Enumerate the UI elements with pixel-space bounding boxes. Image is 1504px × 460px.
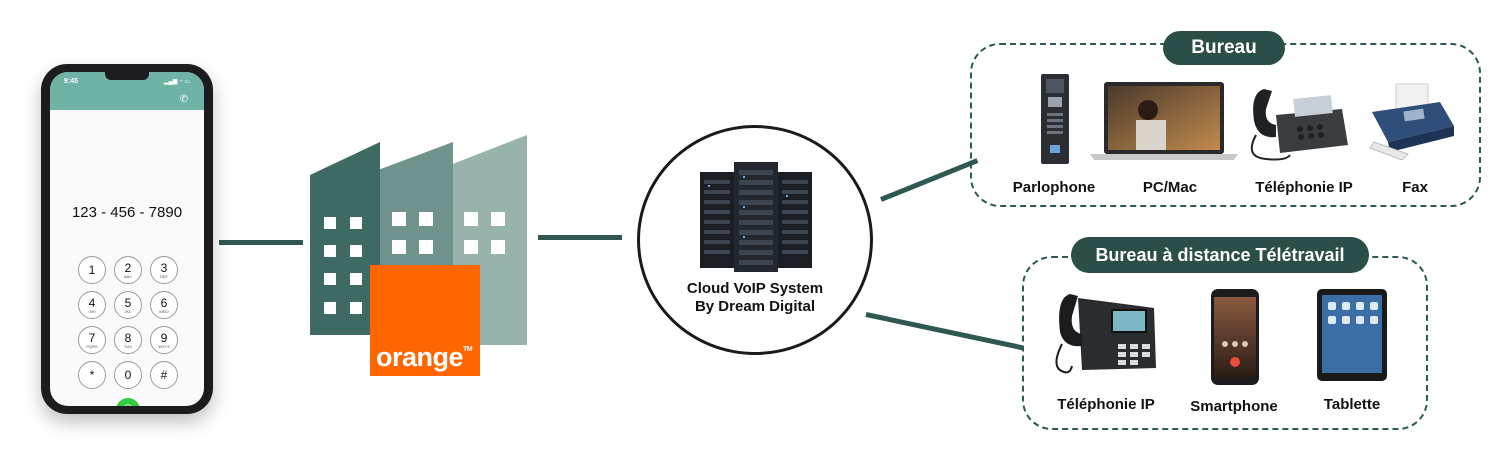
phone-notch [105,72,149,80]
signal-icon: ▂▄▆ ◔ ▭ [163,79,190,85]
device-label-pc-mac: PC/Mac [1142,179,1198,196]
cloud-label-line1: Cloud VoIP System [686,280,824,297]
connector-phone-to-operator [219,240,303,245]
cloud-label: Cloud VoIP System By Dream Digital [640,280,870,316]
intercom-icon [1041,74,1069,164]
key-letters: PQRS [86,343,98,349]
dialed-number: 123 - 456 - 7890 [71,204,183,221]
call-button[interactable]: ✆ [116,398,140,406]
cloud-label-line2: By Dream Digital [694,298,816,315]
device-label-parlophone: Parlophone [1012,179,1096,196]
key-digit: 8 [124,330,132,345]
connector-cloud-to-office [880,158,979,202]
key-letters: WXYZ [158,343,170,349]
device-label-smartphone: Smartphone [1190,398,1278,415]
device-label-tablet: Tablette [1323,396,1381,413]
key-letters: DEF [160,273,168,279]
key-digit: # [160,368,168,382]
key-hash[interactable]: # [150,361,178,389]
key-0[interactable]: 0 [114,361,142,389]
handset-icon: ✆ [179,94,188,105]
key-letters: ABC [123,273,133,279]
key-letters: JKL [124,308,132,314]
laptop-icon [1090,82,1238,160]
key-digit: 7 [88,330,96,345]
key-1[interactable]: 1 [78,256,106,284]
connector-cloud-to-remote [865,312,1024,351]
orange-logo: orangeTM [370,265,480,376]
call-icon: ✆ [123,402,134,406]
remote-group-title: Bureau à distance Télétravail [1071,237,1369,273]
key-digit: 4 [88,295,96,310]
key-digit: 1 [88,263,96,277]
device-label-remote-ip-phone: Téléphonie IP [1057,396,1155,413]
device-label-ip-phone: Téléphonie IP [1255,179,1353,196]
key-digit: 2 [124,260,132,275]
desk-phone-icon [1250,89,1348,161]
trademark-symbol: TM [463,346,473,353]
key-star[interactable]: * [78,361,106,389]
key-digit: 6 [160,295,168,310]
orange-logo-text: orangeTM [376,342,473,373]
smartphone-icon [1211,289,1259,385]
status-time: 9:45 [64,78,79,85]
building-dark [310,142,380,335]
key-letters: TUV [124,343,132,349]
office-group-title: Bureau [1163,31,1285,65]
operator-name: orange [376,342,464,372]
key-digit: 9 [160,330,168,345]
fax-icon [1369,83,1454,160]
key-digit: 3 [160,260,168,275]
key-digit: * [89,368,95,382]
key-letters: MNO [159,308,169,314]
building-windows [324,212,505,314]
device-label-fax: Fax [1402,179,1428,196]
key-digit: 0 [124,368,132,382]
connector-operator-to-cloud [538,235,622,240]
key-digit: 5 [124,295,132,310]
key-letters: GHI [88,308,96,314]
dialer-header: 9:45 ▂▄▆ ◔ ▭ ✆ [50,72,204,110]
server-rack-icon [700,162,812,272]
tablet-icon [1317,289,1387,381]
ip-phone-icon [1055,294,1156,374]
cloud-voip-node: Cloud VoIP System By Dream Digital [637,125,873,355]
